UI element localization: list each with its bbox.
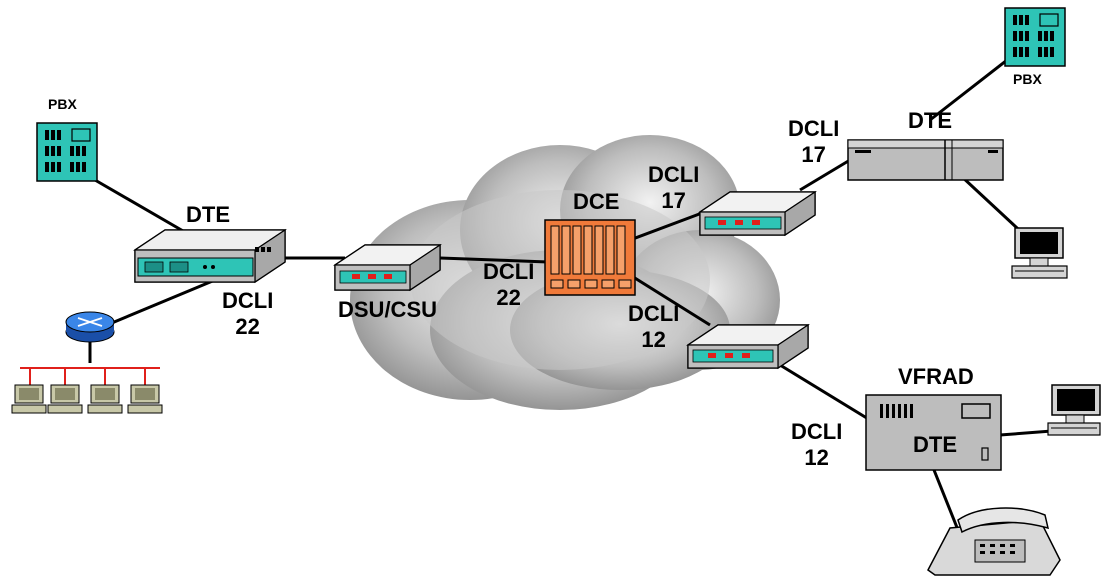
dce-label: DCE	[573, 191, 619, 213]
phone-icon	[928, 508, 1060, 575]
lan-bus	[20, 368, 160, 385]
vfrad-label: VFRAD	[898, 366, 974, 388]
pc-icon	[48, 385, 82, 413]
dcli-top-right-label: DCLI 17	[788, 118, 839, 166]
dcli-top-mid-label: DCLI 17	[648, 164, 699, 212]
dcli-left-label: DCLI 22	[222, 290, 273, 338]
dcli-name: DCLI	[222, 290, 273, 312]
dsu-csu-label: DSU/CSU	[338, 299, 437, 321]
pc-icon	[12, 385, 46, 413]
pbx-icon	[1005, 8, 1065, 66]
dte-right-label: DTE	[908, 110, 952, 132]
dcli-name: DCLI	[483, 261, 534, 283]
router-icon	[66, 312, 114, 342]
pbx-icon	[37, 123, 97, 181]
vfrad-dte-label: DTE	[913, 434, 957, 456]
dce-switch-icon	[545, 220, 635, 295]
pbx-left-label: PBX	[48, 97, 77, 111]
dcli-name: DCLI	[628, 303, 679, 325]
dcli-name: DCLI	[648, 164, 699, 186]
dte-modem-icon	[135, 230, 285, 282]
pc-icon	[88, 385, 122, 413]
pc-icon	[1012, 228, 1067, 278]
dcli-number: 17	[788, 144, 839, 166]
dcli-center-label: DCLI 22	[483, 261, 534, 309]
dte-left-label: DTE	[186, 204, 230, 226]
pbx-right-label: PBX	[1013, 72, 1042, 86]
dcli-number: 12	[791, 447, 842, 469]
dcli-number: 22	[483, 287, 534, 309]
dcli-bottom-right-label: DCLI 12	[791, 421, 842, 469]
dcli-name: DCLI	[791, 421, 842, 443]
dte-server-icon	[848, 140, 1003, 180]
pc-icon	[1048, 385, 1100, 435]
dcli-number: 12	[628, 329, 679, 351]
dcli-number: 17	[648, 190, 699, 212]
lan-workstations	[12, 385, 162, 413]
dcli-name: DCLI	[788, 118, 839, 140]
dcli-bottom-mid-label: DCLI 12	[628, 303, 679, 351]
dcli-number: 22	[222, 316, 273, 338]
pc-icon	[128, 385, 162, 413]
